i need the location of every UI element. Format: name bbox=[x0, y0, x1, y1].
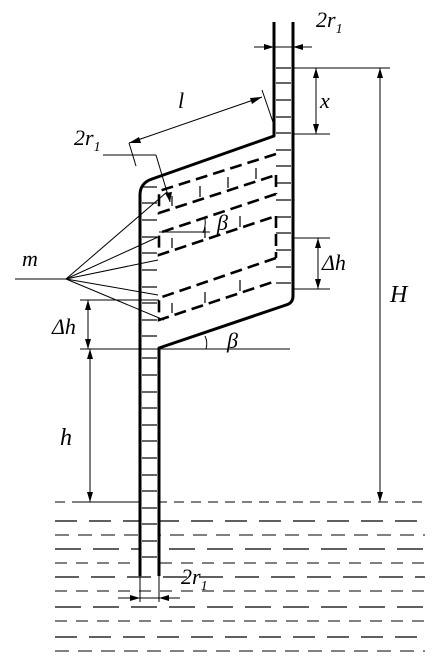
beta-upper-label: β bbox=[216, 210, 228, 235]
top-radius-label: 2r1 bbox=[316, 7, 343, 37]
h-label: h bbox=[60, 425, 72, 451]
length-label: l bbox=[178, 88, 184, 113]
tube-outline bbox=[138, 22, 295, 576]
liquid-reservoir bbox=[55, 501, 425, 652]
liquid-ticks bbox=[142, 67, 291, 558]
H-label: H bbox=[389, 282, 409, 308]
delta-h-left-label: Δh bbox=[51, 314, 76, 339]
beta-lower-label: β bbox=[226, 328, 238, 353]
inclined-channel-walls bbox=[157, 152, 278, 322]
dimension-lines bbox=[15, 22, 390, 602]
bottom-radius-label: 2r1 bbox=[181, 564, 208, 594]
delta-h-right-label: Δh bbox=[321, 250, 346, 275]
channel-hatching bbox=[171, 168, 257, 313]
m-label: m bbox=[22, 246, 38, 271]
left-radius-label: 2r1 bbox=[74, 125, 101, 155]
arrowheads bbox=[85, 44, 383, 601]
x-label: x bbox=[319, 88, 330, 113]
